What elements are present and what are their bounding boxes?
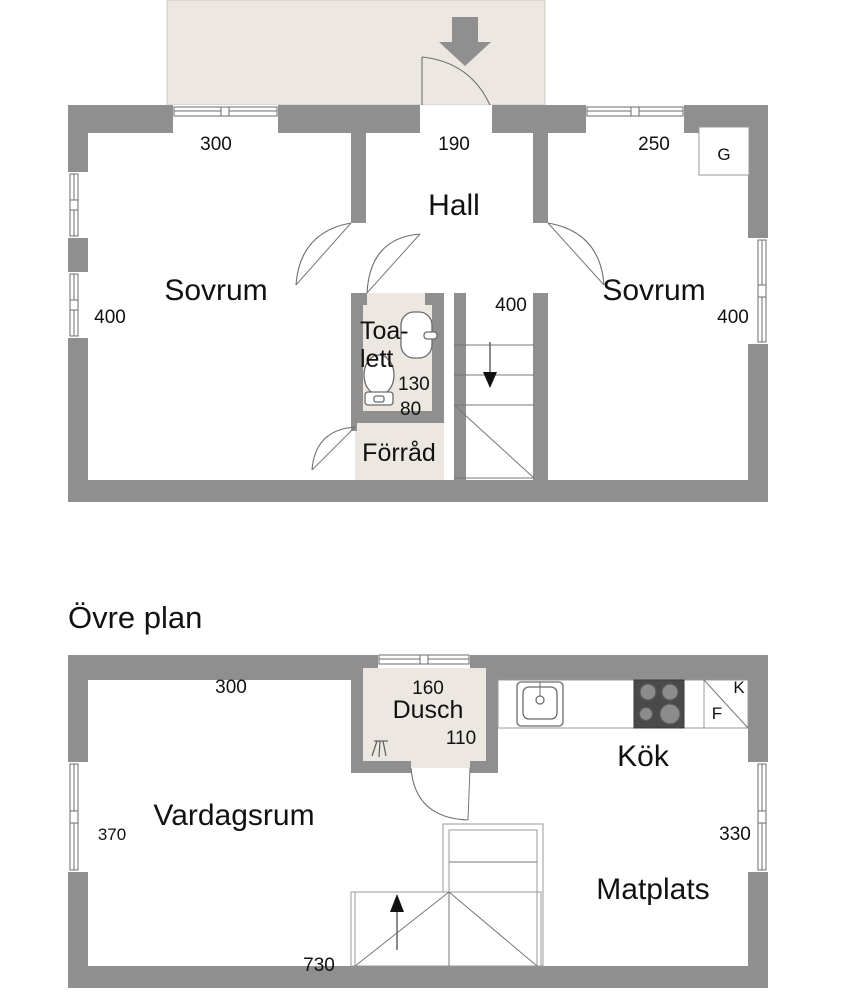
wall-exterior-bottom [68,480,768,502]
door-leaf-left-bedroom [295,222,352,286]
wall-partition-right-bedroom [533,113,548,223]
wall-dusch-bottom-right [470,761,498,773]
dim-400-right: 400 [717,307,749,328]
wall-toilet-right [432,293,444,419]
window-left-upper [69,173,79,237]
dim-160: 160 [412,678,444,699]
room-label-sovrum-left: Sovrum [164,274,267,307]
staircase-lower [350,823,544,967]
dim-130: 130 [398,374,430,395]
room-label-hall: Hall [428,189,480,222]
door-opening-entrance [420,105,492,133]
door-swing-dusch [410,767,469,821]
cabinet-k-label: K [733,678,745,697]
wall-stair-right [533,293,548,482]
room-label-vardagsrum: Vardagsrum [153,799,314,832]
kitchen-sink-icon [516,681,564,727]
plan-title-ovre-plan: Övre plan [68,600,202,635]
fridge-f-label: F [712,704,722,723]
room-label-kok: Kök [617,740,670,773]
room-label-matplats: Matplats [596,873,709,906]
door-swing-right-bedroom [547,222,605,286]
window-top-right [586,106,684,117]
stove-hob-icon [633,679,685,729]
entrance-porch [166,0,546,106]
door-leaf-right-bedroom [547,222,605,286]
room-label-dusch: Dusch [393,696,464,724]
window-top-dusch [378,654,470,665]
dim-300-lower: 300 [215,677,247,698]
wall-stair-left [454,293,466,482]
dim-300-upper: 300 [200,134,232,155]
room-label-sovrum-right: Sovrum [602,274,705,307]
dim-370: 370 [98,825,126,844]
wall-toilet-left [351,293,363,419]
door-opening-toilet [367,293,425,305]
wall-dusch-left [351,663,363,773]
dim-730: 730 [303,955,335,976]
window-left-lower [69,273,79,337]
dim-400-left: 400 [94,307,126,328]
door-swing-toilet [366,233,421,294]
door-leaf-storage [311,426,356,471]
stair-direction-arrow-down [483,342,497,388]
dim-400-mid: 400 [495,295,527,316]
door-swing-left-bedroom [295,222,352,286]
window-left-lowerplan [69,763,79,871]
dim-330: 330 [719,824,751,845]
door-swing-storage [311,426,356,471]
stair-direction-arrow-up [390,894,404,950]
wall-dusch-right [486,663,498,773]
fridge-cabinet-box [703,679,749,729]
door-leaf-toilet [366,233,421,294]
window-top-left [173,106,278,117]
faucet-icon [423,331,438,340]
storage-room-fill [355,423,444,480]
closet-g-box [698,126,750,176]
room-label-toalett-line2: lett [360,345,393,373]
wall-toilet-bottom [351,411,444,423]
window-right-lowerplan [757,763,767,871]
wall-exterior-bottom-lower [68,966,768,988]
closet-g-label: G [717,145,730,164]
wall-dusch-bottom-left [351,761,411,773]
entrance-direction-arrow [439,17,491,66]
room-label-forrad: Förråd [362,439,436,467]
door-leaf-dusch [467,767,471,821]
dim-80: 80 [400,399,421,420]
wc-flush-icon [373,395,385,403]
dim-250-upper: 250 [638,134,670,155]
shower-room-fill [359,668,486,768]
shower-drain-icon [371,740,388,758]
window-right [757,239,767,343]
dim-190-upper: 190 [438,134,470,155]
room-label-toalett-line1: Toa- [360,317,409,345]
wall-partition-left-bedroom [351,113,366,223]
entrance-door-swing [421,56,491,106]
dim-110: 110 [446,728,476,749]
